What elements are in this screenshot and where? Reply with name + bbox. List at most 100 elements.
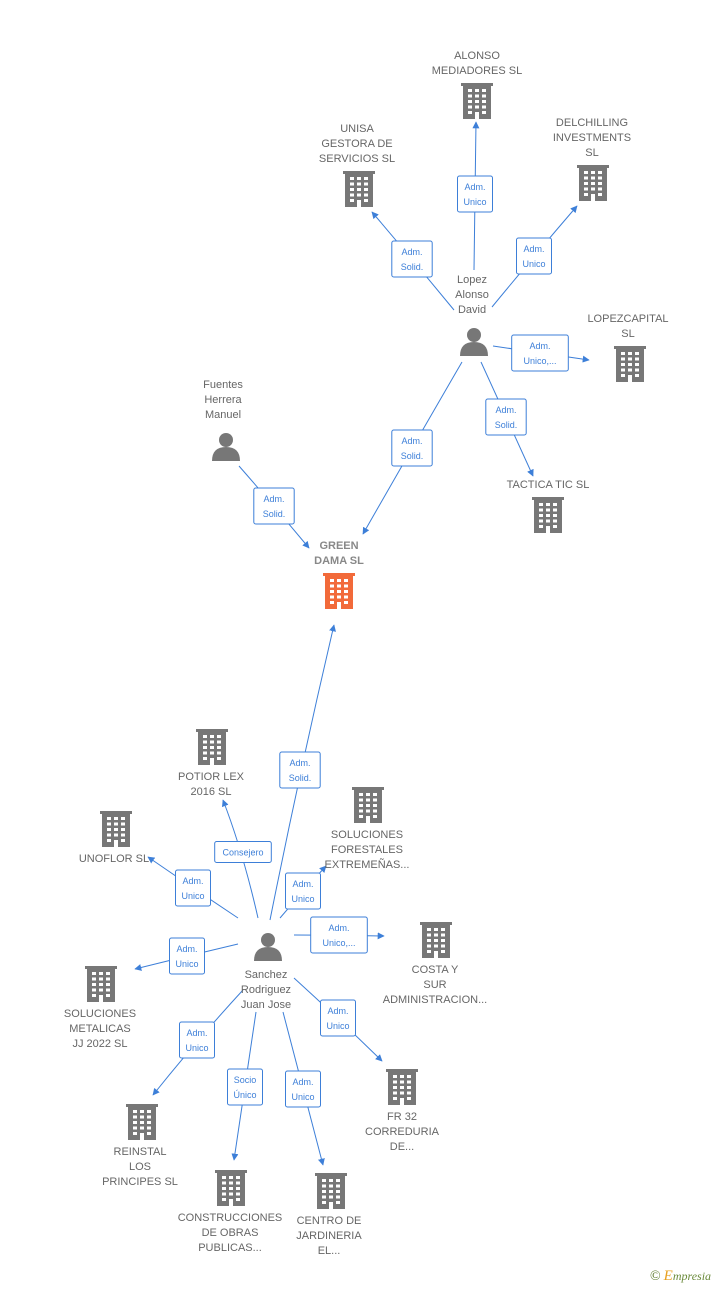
- building-icon: [126, 1104, 158, 1140]
- node-label: Manuel: [205, 409, 241, 421]
- company-node-soluciones-for[interactable]: SOLUCIONES FORESTALES EXTREMEÑAS...: [325, 787, 410, 871]
- edge-label-text: Adm.: [401, 247, 422, 257]
- edge-label-text: Unico: [181, 891, 204, 901]
- node-label: Rodriguez: [241, 984, 291, 996]
- company-node-fr32[interactable]: FR 32CORREDURIADE...: [365, 1069, 440, 1153]
- edge-label-sanchez-to-potior[interactable]: Consejero: [214, 841, 272, 863]
- edge-label-text: Solid.: [495, 420, 518, 430]
- company-node-green-dama[interactable]: GREEN DAMA SL: [314, 540, 364, 609]
- node-label: David: [458, 304, 486, 316]
- edge-label-text: Solid.: [263, 509, 286, 519]
- node-label: GESTORA DE: [321, 138, 392, 150]
- company-node-lopezcapital[interactable]: LOPEZCAPITAL SL: [587, 313, 669, 382]
- edge-label-sanchez-to-soluciones_for[interactable]: Adm. Unico: [285, 872, 321, 910]
- edge-label-fuentes-to-green_dama[interactable]: Adm.Solid.: [253, 487, 295, 525]
- edge-label-sanchez-to-fr32[interactable]: Adm. Unico: [320, 999, 356, 1037]
- building-icon: [420, 922, 452, 958]
- edge-label-text: Unico: [291, 894, 314, 904]
- edge-label-text: Adm.: [495, 405, 516, 415]
- node-label: LOS: [129, 1161, 151, 1173]
- person-icon: [460, 328, 488, 356]
- node-label: Lopez: [457, 274, 487, 286]
- edge-label-sanchez-to-soluciones_met[interactable]: Adm.Unico: [169, 937, 205, 975]
- node-label: REINSTAL: [114, 1146, 167, 1158]
- edge-label-sanchez-to-reinstal[interactable]: Adm.Unico: [179, 1021, 215, 1059]
- edge-labels-layer: Adm.UnicoAdm.Solid.Adm.UnicoAdm.Unico,..…: [169, 175, 569, 1108]
- node-label: SOLUCIONES: [64, 1008, 136, 1020]
- empresia-watermark: ©Empresia: [650, 1268, 711, 1285]
- edge-label-text: Adm.: [327, 1006, 348, 1016]
- edge-label-lopez-to-delchilling[interactable]: Adm.Unico: [516, 237, 552, 275]
- company-node-centro[interactable]: CENTRO DEJARDINERIAEL...: [296, 1173, 362, 1257]
- node-label: CENTRO DE: [297, 1215, 362, 1227]
- copyright-symbol: ©: [650, 1269, 661, 1284]
- edge-label-text: Solid.: [401, 262, 424, 272]
- edge-label-sanchez-to-unoflor[interactable]: Adm.Unico: [175, 869, 211, 907]
- node-label: CORREDURIA: [365, 1126, 440, 1138]
- node-label: DAMA SL: [314, 555, 364, 567]
- node-label: COSTA Y: [412, 964, 459, 976]
- building-icon: [315, 1173, 347, 1209]
- node-label: JJ 2022 SL: [72, 1038, 127, 1050]
- edge-label-text: Adm.: [401, 436, 422, 446]
- edge-label-text: Unico: [326, 1021, 349, 1031]
- node-label: SUR: [423, 979, 446, 991]
- node-label: SL: [621, 328, 634, 340]
- edge-label-text: Adm.: [292, 1077, 313, 1087]
- edge-label-text: Consejero: [222, 848, 263, 858]
- node-label: DE OBRAS: [202, 1227, 259, 1239]
- node-label: LOPEZCAPITAL: [587, 313, 668, 325]
- building-icon: [100, 811, 132, 847]
- node-label: GREEN: [319, 540, 358, 552]
- edge-label-text: Único: [233, 1090, 256, 1100]
- node-label: Fuentes: [203, 379, 243, 391]
- person-icon: [254, 933, 282, 961]
- edge-label-sanchez-to-green_dama[interactable]: Adm.Solid.: [279, 751, 321, 789]
- node-label: FORESTALES: [331, 844, 403, 856]
- node-label: INVESTMENTS: [553, 132, 631, 144]
- edge-label-text: Adm.: [292, 879, 313, 889]
- edge-label-lopez-to-green_dama[interactable]: Adm.Solid.: [391, 429, 433, 467]
- building-icon: [461, 83, 493, 119]
- edge-label-text: Unico: [185, 1043, 208, 1053]
- edges-layer: [134, 121, 590, 1166]
- edge-label-text: Unico,...: [322, 938, 355, 948]
- node-label: POTIOR LEX: [178, 771, 245, 783]
- node-label: UNISA: [340, 123, 374, 135]
- edge-label-sanchez-to-costa[interactable]: Adm. Unico,...: [310, 916, 368, 954]
- company-node-unoflor[interactable]: UNOFLOR SL: [79, 811, 149, 865]
- edge-label-lopez-to-unisa[interactable]: Adm. Solid.: [391, 240, 433, 278]
- edge-label-text: Adm.: [289, 758, 310, 768]
- company-node-tactica[interactable]: TACTICA TIC SL: [507, 479, 590, 533]
- edge-label-text: Adm.: [529, 341, 550, 351]
- node-label: SOLUCIONES: [331, 829, 403, 841]
- node-label: EL...: [318, 1245, 341, 1257]
- node-label: EXTREMEÑAS...: [325, 858, 410, 871]
- company-node-costa[interactable]: COSTA Y SUR ADMINISTRACION...: [383, 922, 488, 1006]
- edge-label-text: Unico: [175, 959, 198, 969]
- edge-label-sanchez-to-centro[interactable]: Adm.Unico: [285, 1070, 321, 1108]
- edge-label-text: Unico: [463, 197, 486, 207]
- person-icon: [212, 433, 240, 461]
- edge-label-lopez-to-tactica[interactable]: Adm. Solid.: [485, 398, 527, 436]
- node-label: ALONSO: [454, 50, 500, 62]
- building-icon: [386, 1069, 418, 1105]
- node-label: ADMINISTRACION...: [383, 994, 488, 1006]
- edge-label-text: Adm.: [328, 923, 349, 933]
- node-label: DELCHILLING: [556, 117, 628, 129]
- edge-label-lopez-to-alonso_med[interactable]: Adm.Unico: [457, 175, 493, 213]
- edge-label-lopez-to-lopezcapital[interactable]: Adm.Unico,...: [511, 334, 569, 372]
- building-icon: [532, 497, 564, 533]
- brand-name: mpresia: [672, 1269, 712, 1283]
